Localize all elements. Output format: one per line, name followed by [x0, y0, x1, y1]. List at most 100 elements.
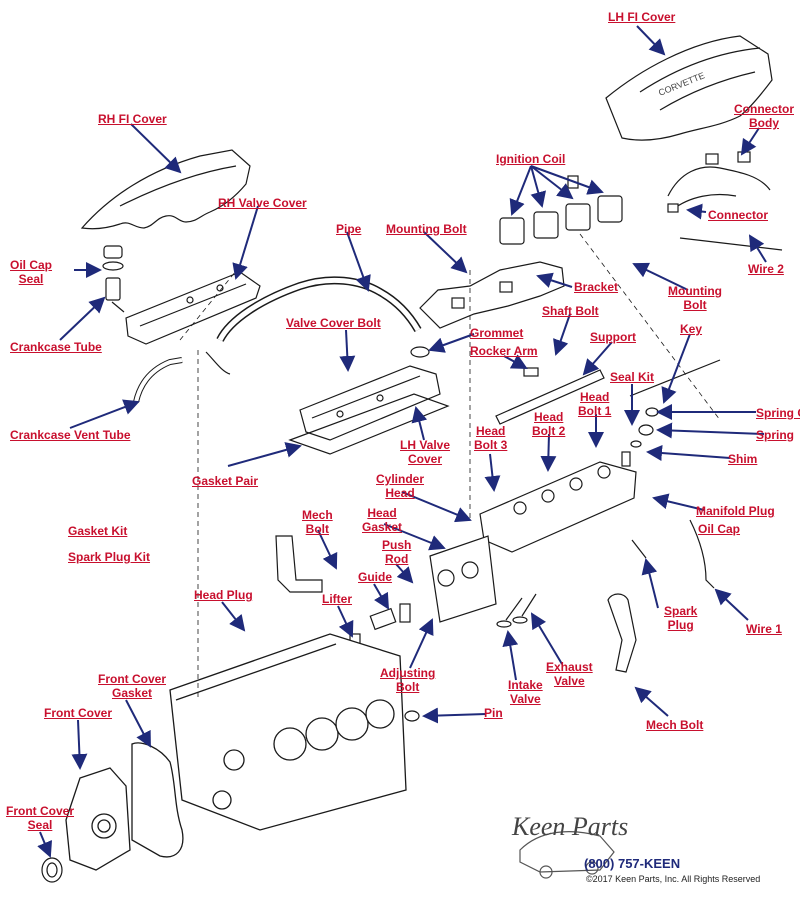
rh-valve-cover-part — [125, 271, 261, 345]
label-line: Valve — [509, 692, 541, 706]
label-head-plug[interactable]: Head Plug — [194, 588, 253, 602]
label-pipe[interactable]: Pipe — [336, 222, 362, 236]
label-line: Bolt 3 — [474, 438, 508, 452]
bracket-part — [419, 261, 565, 329]
valve-spring-part — [621, 407, 659, 467]
leader-arrows — [37, 25, 767, 858]
front-cover-seal-part — [41, 857, 63, 883]
label-line: LH Valve — [400, 438, 451, 452]
head-gasket-part — [429, 535, 497, 623]
spark-plug-wire-part — [629, 359, 721, 589]
label-wire-1[interactable]: Wire 1 — [746, 622, 782, 636]
label-pin[interactable]: Pin — [484, 706, 503, 720]
label-line: Seal — [27, 818, 53, 832]
label-line: Cover — [408, 452, 443, 466]
label-line: Mech — [302, 508, 333, 522]
label-line: Push — [382, 538, 412, 552]
label-line: Head — [580, 390, 610, 404]
brand-phone: (800) 757-KEEN — [584, 856, 681, 871]
label-shaft-bolt[interactable]: Shaft Bolt — [542, 304, 599, 318]
label-spring-cap[interactable]: Spring Cap — [756, 406, 800, 420]
label-crankcase-tube[interactable]: Crankcase Tube — [10, 340, 102, 354]
label-spring[interactable]: Spring — [756, 428, 794, 442]
label-gasket-kit[interactable]: Gasket Kit — [68, 524, 128, 538]
right-bracket-part — [607, 593, 637, 673]
label-lh-fi-cover[interactable]: LH FI Cover — [608, 10, 676, 24]
assembly-guide-lines — [179, 233, 721, 700]
oil-cap-part — [102, 245, 125, 313]
pin-part — [404, 710, 420, 722]
label-rh-valve-cover[interactable]: RH Valve Cover — [218, 196, 307, 210]
label-line: Head — [367, 506, 397, 520]
label-line: Bolt 2 — [532, 424, 566, 438]
label-line: Bolt — [396, 680, 420, 694]
label-support[interactable]: Support — [590, 330, 636, 344]
label-line: Exhaust — [546, 660, 593, 674]
mech-bracket-part — [275, 535, 323, 593]
label-spark-plug-kit[interactable]: Spark Plug Kit — [68, 550, 151, 564]
cylinder-head-part — [479, 461, 637, 553]
lh-fi-cover-part: CORVETTE — [605, 35, 773, 141]
label-shim[interactable]: Shim — [728, 452, 758, 466]
label-guide[interactable]: Guide — [358, 570, 393, 584]
label-bracket[interactable]: Bracket — [574, 280, 619, 294]
label-grommet[interactable]: Grommet — [470, 326, 524, 340]
label-line: Front Cover — [98, 672, 167, 686]
rocker-support-part — [495, 367, 605, 425]
valves-part — [496, 593, 537, 628]
label-line: Plug — [667, 618, 694, 632]
label-ignition-coil[interactable]: Ignition Coil — [496, 152, 566, 166]
front-cover-part — [65, 767, 131, 871]
label-gasket-pair[interactable]: Gasket Pair — [192, 474, 259, 488]
label-line: Gasket — [111, 686, 153, 700]
label-line: Body — [749, 116, 779, 130]
brand-logo-text: Keen Parts — [512, 812, 629, 841]
label-line: Oil Cap — [10, 258, 53, 272]
label-manifold-plug[interactable]: Manifold Plug — [696, 504, 775, 518]
label-mech-bolt-lower[interactable]: Mech Bolt — [646, 718, 704, 732]
front-cover-gasket-part — [131, 742, 184, 858]
label-oil-cap[interactable]: Oil Cap — [698, 522, 741, 536]
keen-parts-logo — [519, 831, 615, 879]
label-key[interactable]: Key — [680, 322, 703, 336]
label-rh-fi-cover[interactable]: RH FI Cover — [98, 112, 167, 126]
label-mounting-bolt-top[interactable]: Mounting Bolt — [386, 222, 467, 236]
pipe-part — [205, 276, 422, 375]
label-rocker-arm[interactable]: Rocker Arm — [470, 344, 538, 358]
label-lifter[interactable]: Lifter — [322, 592, 352, 606]
label-connector[interactable]: Connector — [708, 208, 768, 222]
label-line: Head — [476, 424, 506, 438]
label-line: Adjusting — [380, 666, 436, 680]
connector-harness-part — [667, 151, 783, 251]
label-front-cover[interactable]: Front Cover — [44, 706, 113, 720]
label-crankcase-vent-tube[interactable]: Crankcase Vent Tube — [10, 428, 131, 442]
label-line: Spark — [664, 604, 698, 618]
label-line: Seal — [18, 272, 44, 286]
label-valve-cover-bolt[interactable]: Valve Cover Bolt — [286, 316, 381, 330]
label-line: Cylinder — [376, 472, 425, 486]
label-wire-2[interactable]: Wire 2 — [748, 262, 784, 276]
label-seal-kit[interactable]: Seal Kit — [610, 370, 655, 384]
label-line: Head — [534, 410, 564, 424]
label-line: Front Cover — [6, 804, 75, 818]
label-line: Intake — [508, 678, 543, 692]
label-line: Mounting — [668, 284, 722, 298]
